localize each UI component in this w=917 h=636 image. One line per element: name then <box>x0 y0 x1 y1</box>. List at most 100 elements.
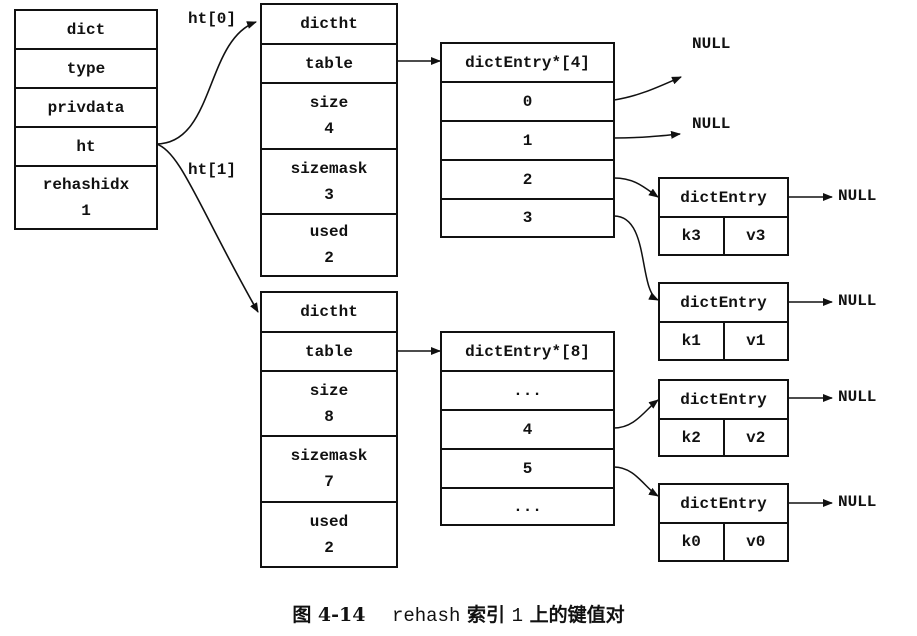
dict-entry-k1: dictEntry k1 v1 <box>658 282 789 361</box>
sizemask-label: sizemask <box>290 447 368 465</box>
bucket-slot-index: 4 <box>522 420 533 439</box>
sizemask-value: 3 <box>324 185 334 204</box>
dict-entry-title: dictEntry <box>660 381 787 420</box>
arrow-ht1 <box>155 143 259 313</box>
dict-entry-title-text: dictEntry <box>680 494 767 513</box>
dictht-0-title-text: dictht <box>300 15 358 33</box>
dictht-1-title-text: dictht <box>300 303 358 321</box>
size-label: size <box>309 381 349 400</box>
entry-value: v2 <box>746 428 766 447</box>
ht1-label: ht[1] <box>188 161 237 179</box>
bucket-table-1: dictEntry*[8] ... 4 5 ... <box>440 331 615 526</box>
entry-key: k1 <box>660 323 725 359</box>
bucket-slot: 3 <box>442 200 613 236</box>
used-label: used <box>309 512 349 531</box>
dict-field-type: type <box>16 50 156 89</box>
dict-field-rehashidx: rehashidx 1 <box>16 167 156 228</box>
bucket-table-1-title-text: dictEntry*[8] <box>465 342 590 361</box>
sizemask-value: 7 <box>324 473 334 491</box>
dictht-1: dictht table size 8 sizemask 7 used 2 <box>260 291 398 568</box>
caption-figure-number: 图 4-14 <box>292 604 366 626</box>
null-label-k2: NULL <box>838 388 877 406</box>
bucket-slot: ... <box>442 489 613 524</box>
size-value: 4 <box>324 120 334 138</box>
dict-entry-title-text: dictEntry <box>680 390 767 409</box>
dictht-1-table: table <box>262 333 396 372</box>
null-label-k3: NULL <box>838 187 877 205</box>
sizemask-label: sizemask <box>290 159 368 178</box>
bucket-slot: 4 <box>442 411 613 450</box>
bucket-slot: ... <box>442 372 613 411</box>
dict-field-ht-text: ht <box>76 137 96 156</box>
entry-value: v0 <box>746 533 766 551</box>
null-label-k0: NULL <box>838 493 877 511</box>
used-label: used <box>309 223 349 241</box>
rehashidx-value: 1 <box>81 201 91 220</box>
arrow-slot0-null <box>613 76 682 101</box>
dict-struct: dict type privdata ht rehashidx 1 <box>14 9 158 230</box>
bucket-slot-index: ... <box>513 381 542 400</box>
bucket-table-1-title: dictEntry*[8] <box>442 333 613 372</box>
dict-entry-title: dictEntry <box>660 284 787 323</box>
null-label-k1: NULL <box>838 292 877 310</box>
arrow-slot5-k0 <box>613 466 659 497</box>
rehashidx-label: rehashidx <box>42 175 130 194</box>
dictht-1-table-text: table <box>304 342 353 361</box>
dictht-1-sizemask: sizemask 7 <box>262 437 396 503</box>
entry-key: k2 <box>660 420 725 455</box>
dict-entry-title: dictEntry <box>660 179 787 218</box>
bucket-slot: 5 <box>442 450 613 489</box>
entry-key: k3 <box>660 218 725 254</box>
dictht-1-size: size 8 <box>262 372 396 437</box>
dictht-0-table: table <box>262 45 396 84</box>
size-label: size <box>309 94 349 112</box>
caption-text-a: 索引 <box>467 604 506 626</box>
bucket-slot-index: 2 <box>522 170 533 189</box>
bucket-slot-index: 5 <box>522 459 533 478</box>
used-value: 2 <box>324 249 334 267</box>
dict-entry-k2: dictEntry k2 v2 <box>658 379 789 457</box>
dict-field-type-text: type <box>66 59 106 78</box>
arrow-slot4-k2 <box>613 399 659 429</box>
dict-field-privdata: privdata <box>16 89 156 128</box>
bucket-slot: 2 <box>442 161 613 200</box>
dictht-0: dictht table size 4 sizemask 3 used 2 <box>260 3 398 277</box>
dictht-0-sizemask: sizemask 3 <box>262 150 396 215</box>
arrow-ht0 <box>155 21 257 145</box>
arrow-slot3-k1 <box>613 215 659 301</box>
arrow-slot1-null <box>613 130 681 139</box>
arrow-slot2-k3 <box>613 177 659 198</box>
caption-code: rehash <box>391 605 461 627</box>
entry-value: v3 <box>746 227 766 245</box>
dict-title: dict <box>16 11 156 50</box>
bucket-table-0: dictEntry*[4] 0 1 2 3 <box>440 42 615 238</box>
dict-entry-title-text: dictEntry <box>680 293 767 312</box>
bucket-slot-index: 1 <box>522 131 533 150</box>
bucket-slot-index: ... <box>513 497 542 516</box>
bucket-table-0-title: dictEntry*[4] <box>442 44 613 83</box>
dict-entry-k0: dictEntry k0 v0 <box>658 483 789 562</box>
null-label-slot0: NULL <box>692 35 731 53</box>
used-value: 2 <box>324 538 334 557</box>
dict-field-privdata-text: privdata <box>47 98 125 117</box>
dictht-0-title: dictht <box>262 5 396 45</box>
caption-index: 1 <box>511 605 524 627</box>
size-value: 8 <box>324 407 334 426</box>
figure-caption: 图 4-14 rehash 索引 1 上的键值对 <box>0 600 917 627</box>
entry-value: v1 <box>746 332 766 350</box>
dict-entry-title-text: dictEntry <box>680 188 767 207</box>
dictht-0-table-text: table <box>304 54 353 73</box>
dictht-0-used: used 2 <box>262 215 396 275</box>
entry-key: k0 <box>660 524 725 560</box>
dictht-1-title: dictht <box>262 293 396 333</box>
ht0-label: ht[0] <box>188 10 237 28</box>
bucket-slot-index: 0 <box>522 92 533 111</box>
bucket-slot: 1 <box>442 122 613 161</box>
dictht-0-size: size 4 <box>262 84 396 150</box>
null-label-slot1: NULL <box>692 115 731 133</box>
dictht-1-used: used 2 <box>262 503 396 566</box>
bucket-slot-index: 3 <box>522 209 533 227</box>
dict-entry-title: dictEntry <box>660 485 787 524</box>
dict-entry-k3: dictEntry k3 v3 <box>658 177 789 256</box>
bucket-slot: 0 <box>442 83 613 122</box>
